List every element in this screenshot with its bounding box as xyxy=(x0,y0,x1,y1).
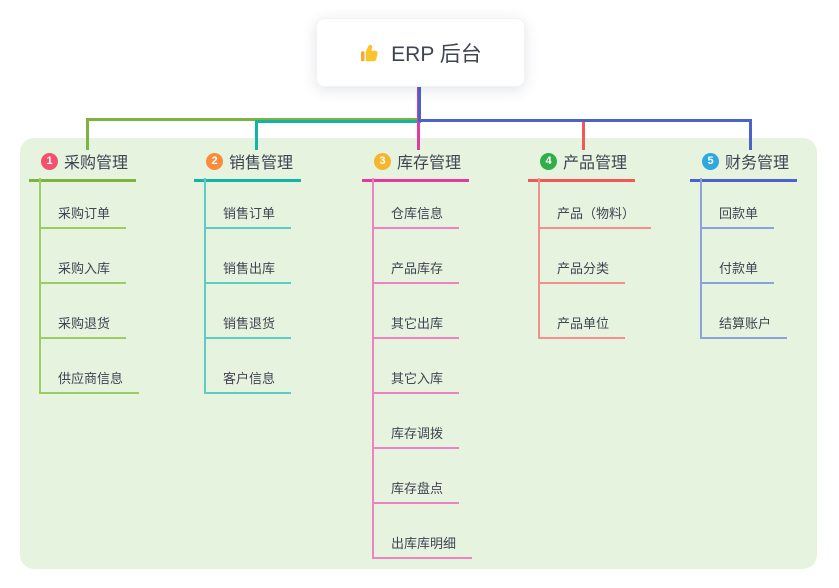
badge-4-icon: 4 xyxy=(540,152,557,170)
badge-2-icon: 2 xyxy=(206,152,223,170)
branch-4-label: 产品管理 xyxy=(563,155,628,172)
branch-1-header[interactable]: 1 采购管理 xyxy=(29,146,137,182)
branch-1-label: 采购管理 xyxy=(64,155,129,172)
child-node[interactable]: 回款单 xyxy=(700,204,775,229)
child-node[interactable]: 销售退货 xyxy=(204,314,292,339)
child-node[interactable]: 采购退货 xyxy=(39,314,127,339)
child-node[interactable]: 销售订单 xyxy=(204,204,292,229)
badge-5-icon: 5 xyxy=(702,152,719,170)
child-node[interactable]: 仓库信息 xyxy=(372,204,460,229)
thumbs-up-icon xyxy=(359,42,381,64)
branch-3-header[interactable]: 3 库存管理 xyxy=(362,146,470,182)
child-node[interactable]: 其它出库 xyxy=(372,314,460,339)
child-node[interactable]: 其它入库 xyxy=(372,369,460,394)
branch-3: 3 库存管理 仓库信息 产品库存 其它出库 其它入库 库存调拨 库存盘点 出库库… xyxy=(362,146,473,559)
child-node[interactable]: 产品分类 xyxy=(538,259,626,284)
branch-5-header[interactable]: 5 财务管理 xyxy=(690,146,798,182)
branch-4-spine-line xyxy=(538,178,540,339)
branch-2-spine-line xyxy=(204,178,206,394)
branches-panel xyxy=(20,138,817,569)
child-node[interactable]: 供应商信息 xyxy=(39,369,140,394)
branch-5: 5 财务管理 回款单 付款单 结算账户 xyxy=(690,146,798,339)
badge-3-icon: 3 xyxy=(374,152,391,170)
branch-4-header[interactable]: 4 产品管理 xyxy=(528,146,636,182)
child-node[interactable]: 采购入库 xyxy=(39,259,127,284)
branch-3-spine-line xyxy=(372,178,374,559)
child-node[interactable]: 出库库明细 xyxy=(372,534,473,559)
child-node[interactable]: 销售出库 xyxy=(204,259,292,284)
branch-5-spine-line xyxy=(700,178,702,339)
root-node[interactable]: ERP 后台 xyxy=(316,18,525,87)
child-node[interactable]: 采购订单 xyxy=(39,204,127,229)
child-node[interactable]: 结算账户 xyxy=(700,314,788,339)
branch-5-label: 财务管理 xyxy=(725,155,790,172)
child-node[interactable]: 库存调拨 xyxy=(372,424,460,449)
branch-2: 2 销售管理 销售订单 销售出库 销售退货 客户信息 xyxy=(194,146,302,394)
child-node[interactable]: 客户信息 xyxy=(204,369,292,394)
child-node[interactable]: 产品单位 xyxy=(538,314,626,339)
child-node[interactable]: 产品库存 xyxy=(372,259,460,284)
child-node[interactable]: 库存盘点 xyxy=(372,479,460,504)
branch-1-spine-line xyxy=(39,178,41,394)
badge-1-icon: 1 xyxy=(41,152,58,170)
branch-2-header[interactable]: 2 销售管理 xyxy=(194,146,302,182)
branch-1: 1 采购管理 采购订单 采购入库 采购退货 供应商信息 xyxy=(29,146,140,394)
child-node[interactable]: 产品（物料） xyxy=(538,204,652,229)
branch-2-label: 销售管理 xyxy=(229,155,294,172)
branch-3-label: 库存管理 xyxy=(397,155,462,172)
root-label: ERP 后台 xyxy=(391,42,482,66)
child-node[interactable]: 付款单 xyxy=(700,259,775,284)
branch-4: 4 产品管理 产品（物料） 产品分类 产品单位 xyxy=(528,146,652,339)
